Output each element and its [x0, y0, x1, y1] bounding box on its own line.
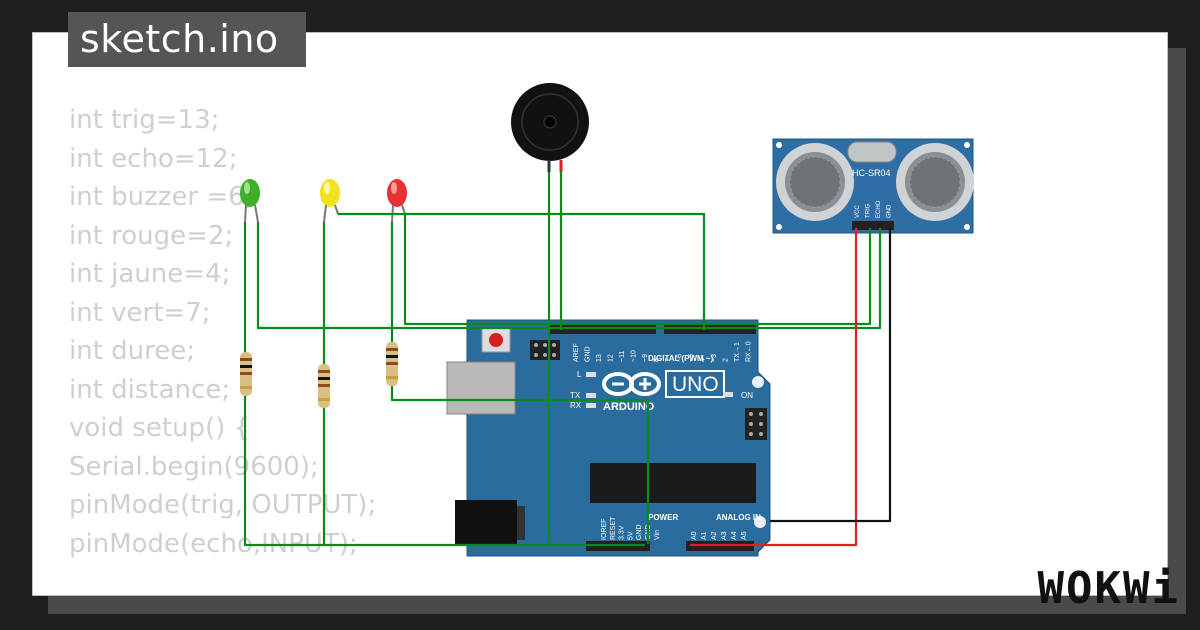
reset-button-housing	[481, 327, 511, 353]
pin-label: ~6	[677, 354, 684, 362]
code-line: int vert=7;	[69, 297, 211, 328]
code-line: int duree;	[69, 336, 196, 366]
pin-label: 2	[723, 358, 730, 362]
pin-label: RESET	[610, 516, 617, 540]
code-line: pinMode(echo,INPUT);	[69, 528, 358, 559]
pin-label: A2	[711, 531, 718, 540]
sensor-model-label: HC-SR04	[852, 168, 891, 178]
pin-label: TRIG	[866, 203, 872, 218]
tx-led	[586, 393, 596, 398]
wire-red-led	[403, 214, 872, 326]
pin-label: AREF	[573, 343, 580, 362]
on-label: ON	[741, 391, 753, 400]
ultrasonic-sensor[interactable]: HC-SR04 VCC TRIG ECHO GND	[772, 138, 974, 234]
code-line: int rouge=2;	[69, 220, 234, 251]
pin-label: Vin	[654, 530, 661, 540]
pin-label: 3.3V	[619, 525, 626, 540]
pin-label: 5V	[627, 531, 634, 540]
wire-yellow-led	[338, 212, 706, 330]
led-yellow[interactable]	[320, 179, 340, 223]
wires	[243, 172, 892, 547]
crystal	[847, 141, 897, 163]
code-line: int trig=13;	[69, 105, 220, 135]
pin-label: ~5	[688, 354, 695, 362]
pin-label: VCC	[855, 205, 861, 218]
pin-label: GND	[887, 204, 893, 218]
code-line: int buzzer =6;	[69, 182, 254, 212]
l-label: L	[577, 370, 582, 379]
wire-green-led	[256, 222, 882, 330]
code-line: Serial.begin(9600);	[69, 451, 319, 482]
pin-label: 8	[654, 358, 661, 362]
pin-label: GND	[585, 346, 592, 362]
transducer-left-icon	[776, 143, 854, 221]
transducer-right-icon	[896, 143, 974, 221]
power-section-label: POWER	[648, 513, 678, 522]
buzzer[interactable]	[511, 83, 589, 172]
icsp-header-1	[530, 340, 560, 360]
reset-button[interactable]	[489, 333, 503, 347]
board-model-label: UNO	[672, 373, 719, 396]
rx-led	[586, 403, 596, 408]
power-jack	[455, 500, 517, 546]
led-green[interactable]	[240, 179, 260, 223]
code-listing: int trig=13; int echo=12; int buzzer =6; in…	[69, 101, 376, 563]
arduino-uno-board[interactable]: UNO ARDUINO ON L TX RX DIGITAL (PWM ~) P…	[446, 319, 771, 557]
pin-label: 12	[608, 354, 615, 362]
code-line: void setup() {	[69, 413, 251, 443]
wire-sensor-vcc	[690, 228, 858, 547]
pin-label: 13	[596, 354, 603, 362]
tx-label: TX	[570, 391, 581, 400]
pin-label: GND	[636, 524, 643, 540]
digital-section-label: DIGITAL (PWM ~)	[648, 354, 714, 363]
file-title-badge: sketch.ino	[68, 12, 306, 67]
wire-resistor3-gnd	[390, 386, 650, 544]
atmega-chip	[590, 463, 756, 503]
sensor-pin-labels: VCC TRIG ECHO GND	[855, 200, 893, 218]
diagram-card: int trig=13; int echo=12; int buzzer =6; in…	[32, 32, 1168, 596]
code-line: int echo=12;	[69, 143, 238, 174]
pin-label: A4	[731, 531, 738, 540]
pin-label: ~9	[642, 354, 649, 362]
pin-label: RX←0	[746, 341, 753, 362]
pin-label: ~10	[631, 350, 638, 362]
pin-label: A0	[691, 531, 698, 540]
pin-label: A1	[701, 531, 708, 540]
wire-sensor-gnd	[770, 228, 892, 523]
pin-label: A5	[741, 531, 748, 540]
code-line: int jaune=4;	[69, 259, 231, 289]
wire-resistor1-gnd	[243, 396, 324, 547]
on-led	[723, 392, 733, 397]
pin-label: 7	[665, 358, 672, 362]
arduino-logo-icon	[602, 372, 661, 396]
resistor-3[interactable]	[386, 342, 398, 386]
wokwi-logo: WOKWi	[1037, 563, 1180, 614]
pin-label: IOREF	[601, 519, 608, 540]
l-led	[586, 372, 596, 377]
board-brand-label: ARDUINO	[603, 401, 655, 413]
code-line: pinMode(trig, OUTPUT);	[69, 490, 377, 520]
resistor-2[interactable]	[318, 364, 330, 408]
code-line: int distance;	[69, 374, 231, 405]
resistor-1[interactable]	[240, 352, 252, 396]
pin-label: ECHO	[876, 200, 882, 218]
pin-label: 4	[700, 358, 707, 362]
pin-label: ~3	[711, 354, 718, 362]
sensor-pin-header	[852, 221, 894, 230]
analog-section-label: ANALOG IN	[716, 513, 761, 522]
usb-port	[446, 361, 516, 415]
icsp-header-2	[745, 408, 767, 440]
pin-label: ~11	[619, 351, 626, 362]
pin-label: A3	[721, 531, 728, 540]
uno-frame	[665, 370, 725, 398]
pin-label: TX→1	[734, 342, 741, 362]
rx-label: RX	[570, 401, 582, 410]
